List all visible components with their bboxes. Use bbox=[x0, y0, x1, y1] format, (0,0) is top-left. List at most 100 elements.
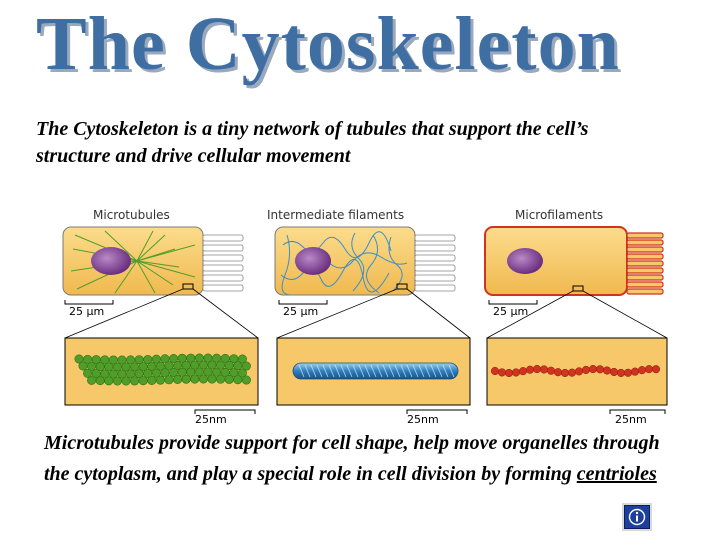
microvillus bbox=[626, 239, 664, 246]
panel-label-microtubules: Microtubules bbox=[93, 208, 170, 222]
filament-twist-line bbox=[346, 364, 353, 378]
intermediate-filaments-panel: Intermediate filaments 25 µm 25nm bbox=[267, 208, 471, 425]
actin-subunit bbox=[560, 368, 570, 378]
actin-subunit bbox=[623, 368, 633, 377]
centrioles-link[interactable]: centrioles bbox=[576, 463, 657, 485]
microtubule-subunit bbox=[164, 375, 174, 385]
microtubule-subunit bbox=[224, 374, 234, 384]
actin-subunit bbox=[609, 367, 619, 377]
detail-scale-intermediate-filaments: 25nm bbox=[407, 413, 439, 425]
filament-twist-line bbox=[310, 364, 317, 378]
microvillus bbox=[626, 281, 664, 288]
actin-subunit bbox=[497, 368, 507, 377]
microtubule-subunit bbox=[237, 368, 247, 378]
filament-twist-line bbox=[418, 364, 425, 378]
filament-twist-line bbox=[430, 364, 437, 378]
actin-subunit bbox=[651, 365, 661, 374]
actin-subunit bbox=[553, 368, 563, 377]
microtubule-subunit bbox=[155, 375, 165, 385]
actin-subunit bbox=[504, 368, 514, 378]
microtubule-subunit bbox=[181, 374, 191, 384]
filament-twist-line bbox=[322, 364, 329, 378]
actin-subunit bbox=[630, 367, 640, 376]
actin-subunit bbox=[567, 368, 577, 377]
microtubule-subunit bbox=[78, 361, 88, 371]
microfilaments-panel: Microfilaments 25 µm 25nm bbox=[484, 208, 668, 425]
microvillus bbox=[626, 274, 664, 281]
microtubule-subunit bbox=[104, 376, 114, 386]
cytoskeleton-figure: Microtubules 25 µm 25nm Intermediate fil… bbox=[62, 208, 668, 425]
filament-twist-line bbox=[316, 364, 323, 378]
filament-twist-line bbox=[388, 364, 395, 378]
info-button[interactable] bbox=[622, 503, 652, 531]
microtubule-subunit bbox=[173, 374, 183, 384]
filament-twist-line bbox=[394, 364, 401, 378]
microtubule-subunit bbox=[233, 375, 243, 385]
outro-text: Microtubules provide support for cell sh… bbox=[44, 428, 684, 490]
filament-twist-line bbox=[424, 364, 431, 378]
microtubule-subunit bbox=[121, 376, 131, 386]
filament-twist-line bbox=[448, 364, 455, 378]
actin-subunit bbox=[518, 367, 528, 376]
info-icon bbox=[628, 508, 646, 526]
microtubule-subunit bbox=[87, 375, 97, 385]
nucleus bbox=[507, 248, 543, 274]
microtubule-subunit bbox=[237, 354, 247, 364]
panel-label-microfilaments: Microfilaments bbox=[515, 208, 603, 222]
cell-microfilaments bbox=[484, 226, 628, 296]
actin-subunit bbox=[546, 366, 556, 375]
detail-scale-microfilaments: 25nm bbox=[615, 413, 647, 425]
actin-subunit bbox=[581, 365, 591, 374]
intro-text: The Cytoskeleton is a tiny network of tu… bbox=[36, 118, 589, 167]
filament-twist-line bbox=[364, 364, 371, 378]
microtubule-subunit bbox=[130, 376, 140, 386]
actin-subunit bbox=[616, 368, 626, 377]
microtubule-subunit bbox=[147, 375, 157, 385]
filament-twist-line bbox=[298, 364, 305, 378]
cell-microtubules bbox=[62, 226, 204, 296]
microvillus bbox=[626, 260, 664, 267]
microtubule-subunit bbox=[112, 376, 122, 386]
cell-scale-intermediate-filaments: 25 µm bbox=[283, 305, 318, 318]
filament-twist-line bbox=[340, 364, 347, 378]
microvillus bbox=[626, 253, 664, 260]
filament-twist-line bbox=[382, 364, 389, 378]
filament-twist-line bbox=[436, 364, 443, 378]
nucleus bbox=[91, 247, 131, 275]
filament-twist-line bbox=[376, 364, 383, 378]
filament-twist-line bbox=[370, 364, 377, 378]
filament-twist-line bbox=[406, 364, 413, 378]
microtubule-subunit bbox=[198, 374, 208, 384]
detail-scale-microtubules: 25nm bbox=[195, 413, 227, 425]
microtubule-subunit bbox=[241, 361, 251, 371]
microvillus bbox=[626, 267, 664, 274]
actin-subunit bbox=[644, 365, 654, 374]
filament-twist-line bbox=[328, 364, 335, 378]
actin-subunit bbox=[602, 366, 612, 375]
panel-label-intermediate-filaments: Intermediate filaments bbox=[267, 208, 404, 222]
filament-twist-line bbox=[358, 364, 365, 378]
filament-twist-line bbox=[412, 364, 419, 378]
filament-twist-line bbox=[334, 364, 341, 378]
actin-subunit bbox=[532, 364, 542, 374]
microtubule-subunit bbox=[95, 376, 105, 386]
microvillus bbox=[626, 246, 664, 253]
cell-scale-microtubules: 25 µm bbox=[69, 305, 104, 318]
filament-twist-line bbox=[442, 364, 449, 378]
actin-subunit bbox=[595, 365, 605, 374]
actin-subunit bbox=[574, 367, 584, 376]
filament-twist-line bbox=[304, 364, 311, 378]
microtubule-subunit bbox=[207, 374, 217, 384]
microtubule-subunit bbox=[216, 374, 226, 384]
cell-scale-microfilaments: 25 µm bbox=[493, 305, 528, 318]
actin-subunit bbox=[588, 365, 598, 374]
nucleus bbox=[295, 247, 331, 275]
filament-twist-line bbox=[400, 364, 407, 378]
actin-subunit bbox=[637, 366, 647, 375]
microtubule-subunit bbox=[138, 376, 148, 386]
actin-subunit bbox=[490, 366, 500, 376]
microtubules-panel: Microtubules 25 µm 25nm bbox=[62, 208, 259, 425]
microvillus bbox=[626, 288, 664, 295]
microtubule-subunit bbox=[190, 374, 200, 384]
actin-subunit bbox=[539, 365, 549, 374]
